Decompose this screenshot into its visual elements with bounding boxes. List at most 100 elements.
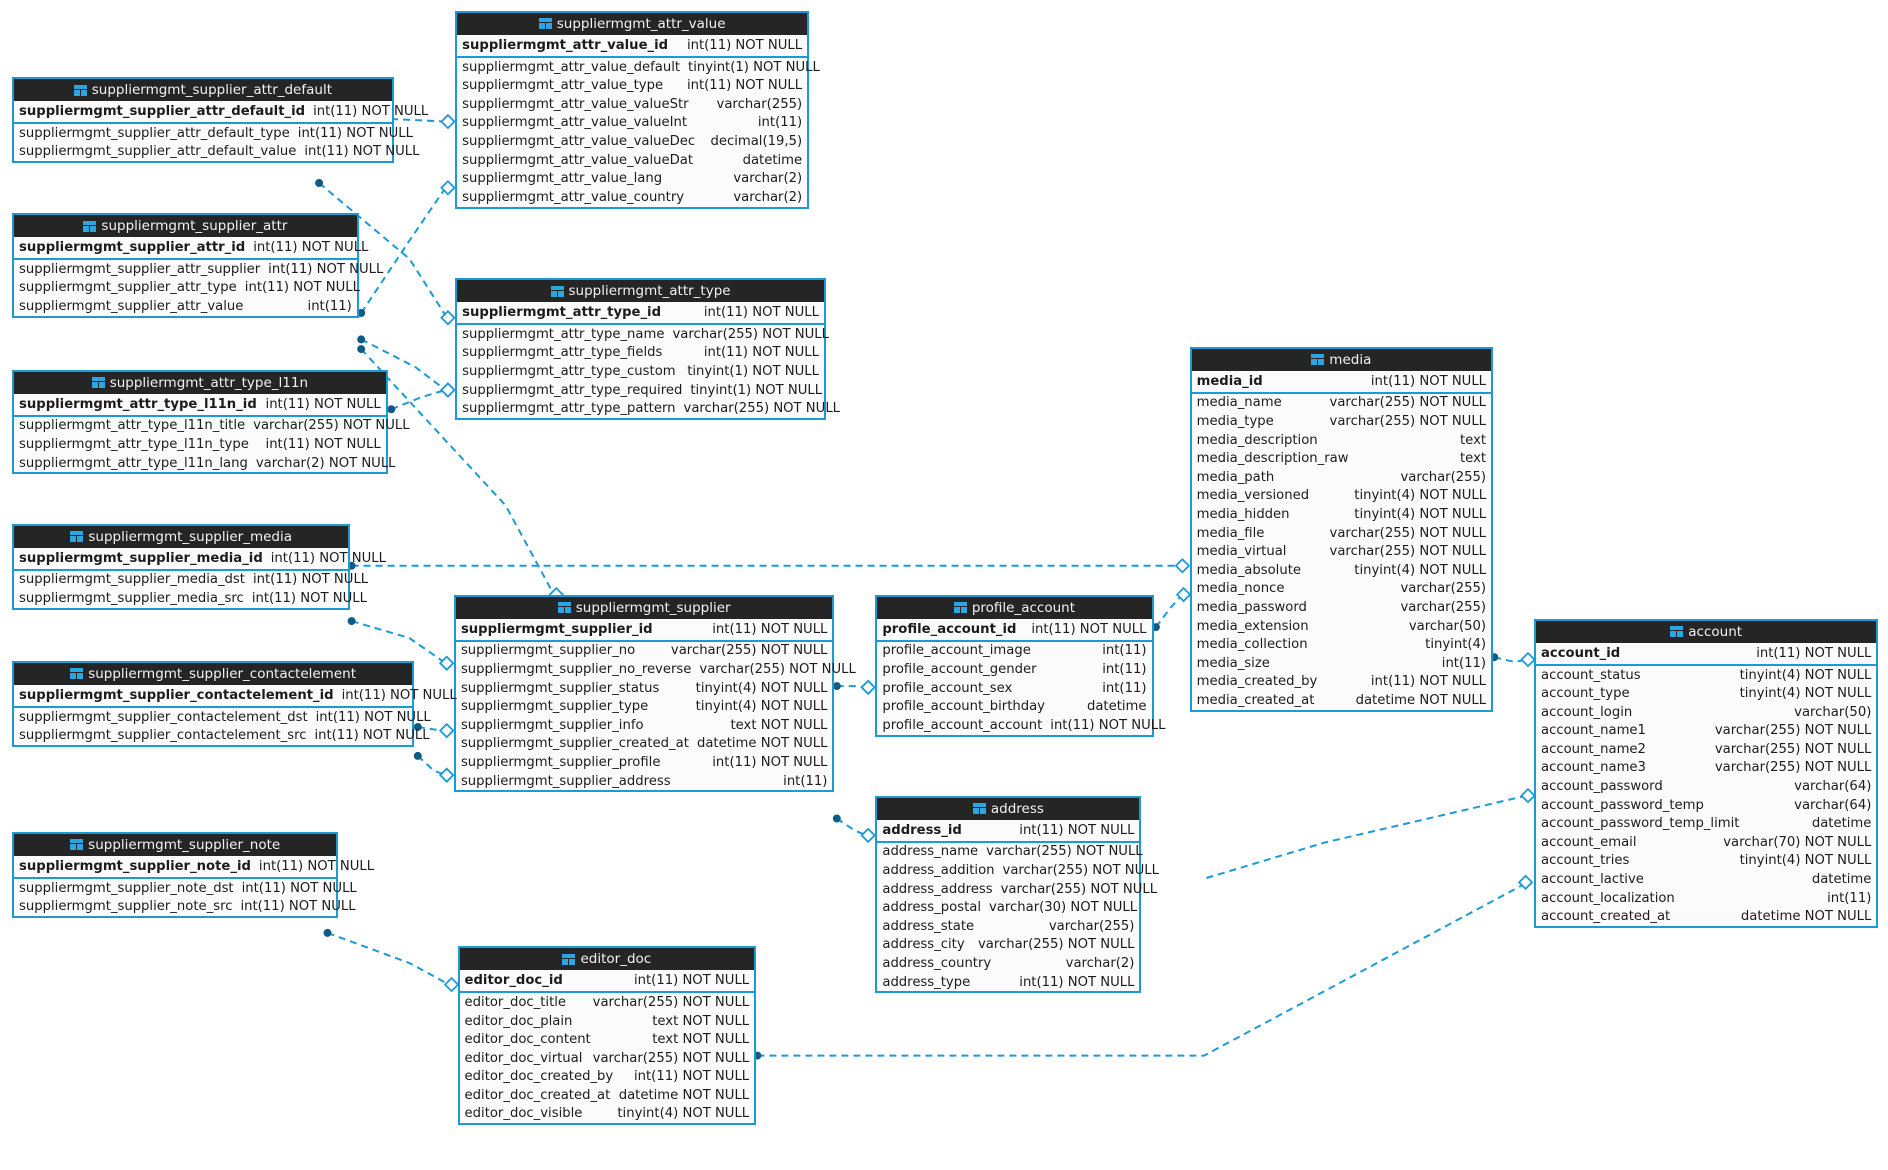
column-name: suppliermgmt_attr_value_type: [462, 78, 664, 94]
column-name: suppliermgmt_supplier_note_src: [19, 899, 233, 915]
column-name: editor_doc_created_by: [464, 1069, 614, 1085]
entity-suppliermgmt_attr_value[interactable]: suppliermgmt_attr_value suppliermgmt_attr…: [455, 10, 820, 209]
column-type: int(11): [1441, 655, 1487, 671]
column-type: int(11) NOT NULL: [253, 240, 369, 256]
column-name: suppliermgmt_supplier_address: [460, 773, 671, 789]
column-type: varchar(255): [716, 96, 803, 112]
relationship-target-diamond: [443, 976, 460, 993]
column-name: suppliermgmt_supplier_profile: [460, 754, 661, 770]
column-type: int(11) NOT NULL: [268, 261, 384, 277]
column-type: varchar(255) NOT NULL: [1714, 723, 1872, 739]
column-type: varchar(255) NOT NULL: [683, 401, 841, 417]
column-list: suppliermgmt_supplier_contactelement_dst…: [14, 707, 431, 746]
column-type: varchar(255) NOT NULL: [1714, 741, 1872, 757]
entity-title-suppliermgmt_supplier: suppliermgmt_supplier: [455, 596, 833, 619]
entity-title-media: media: [1191, 348, 1492, 371]
column-name: suppliermgmt_supplier_created_at: [460, 736, 689, 752]
column-name: suppliermgmt_attr_value_lang: [462, 171, 663, 187]
relationship-source-dot: [357, 335, 366, 344]
entity-title-text: suppliermgmt_supplier: [575, 599, 731, 616]
column-type: int(11) NOT NULL: [314, 728, 430, 744]
column-type: varchar(255): [1048, 918, 1135, 934]
column-name: address_country: [882, 956, 992, 971]
column-type: int(11): [1102, 643, 1147, 659]
table-icon: [972, 803, 986, 815]
table-icon: [70, 531, 84, 543]
relationship-rel-profile-account-to-media: [1151, 586, 1192, 632]
column-name: suppliermgmt_attr_type_l11n_title: [19, 418, 246, 434]
column-name: media_absolute: [1196, 562, 1301, 578]
entity-suppliermgmt_supplier_attr[interactable]: suppliermgmt_supplier_attr suppliermgmt_s…: [12, 213, 383, 318]
column-type: datetime NOT NULL: [618, 1087, 750, 1103]
entity-title-suppliermgmt_attr_value: suppliermgmt_attr_value: [457, 12, 808, 35]
column-type: varchar(255) NOT NULL: [1002, 863, 1160, 879]
entity-title-text: suppliermgmt_supplier_attr: [101, 218, 288, 235]
relationship-source-dot: [315, 179, 324, 187]
column-name: suppliermgmt_supplier_note_id: [19, 858, 251, 874]
column-name: media_collection: [1196, 637, 1308, 653]
column-name: suppliermgmt_supplier_media_dst: [19, 572, 245, 588]
column-name: account_type: [1541, 686, 1630, 702]
entity-suppliermgmt_supplier[interactable]: suppliermgmt_supplier suppliermgmt_suppli…: [453, 594, 856, 793]
table-icon: [1311, 354, 1325, 366]
column-type: tinyint(4): [1425, 637, 1487, 653]
column-name: editor_doc_visible: [464, 1106, 583, 1122]
column-name: suppliermgmt_attr_value_country: [462, 189, 685, 205]
column-type: text NOT NULL: [652, 1032, 750, 1048]
column-name: media_type: [1196, 414, 1274, 430]
column-name: suppliermgmt_attr_type_name: [462, 326, 665, 342]
relationship-target-diamond: [1174, 557, 1191, 574]
column-name: account_email: [1541, 834, 1637, 850]
relationship-source-dot: [832, 814, 841, 823]
column-name: suppliermgmt_supplier_attr_default_type: [19, 125, 290, 141]
entity-title-text: suppliermgmt_supplier_contactelement: [88, 665, 356, 682]
relationship-target-diamond: [440, 310, 456, 326]
column-name: suppliermgmt_attr_type_l11n_type: [19, 436, 249, 452]
column-type: datetime NOT NULL: [1740, 909, 1872, 925]
column-name: suppliermgmt_attr_type_l11n_lang: [19, 455, 248, 471]
column-type: datetime NOT NULL: [1355, 692, 1487, 708]
relationship-target-diamond: [438, 767, 455, 783]
column-type: decimal(19,5): [710, 134, 803, 149]
column-type: varchar(255) NOT NULL: [1329, 395, 1487, 411]
column-type: datetime: [742, 152, 803, 168]
